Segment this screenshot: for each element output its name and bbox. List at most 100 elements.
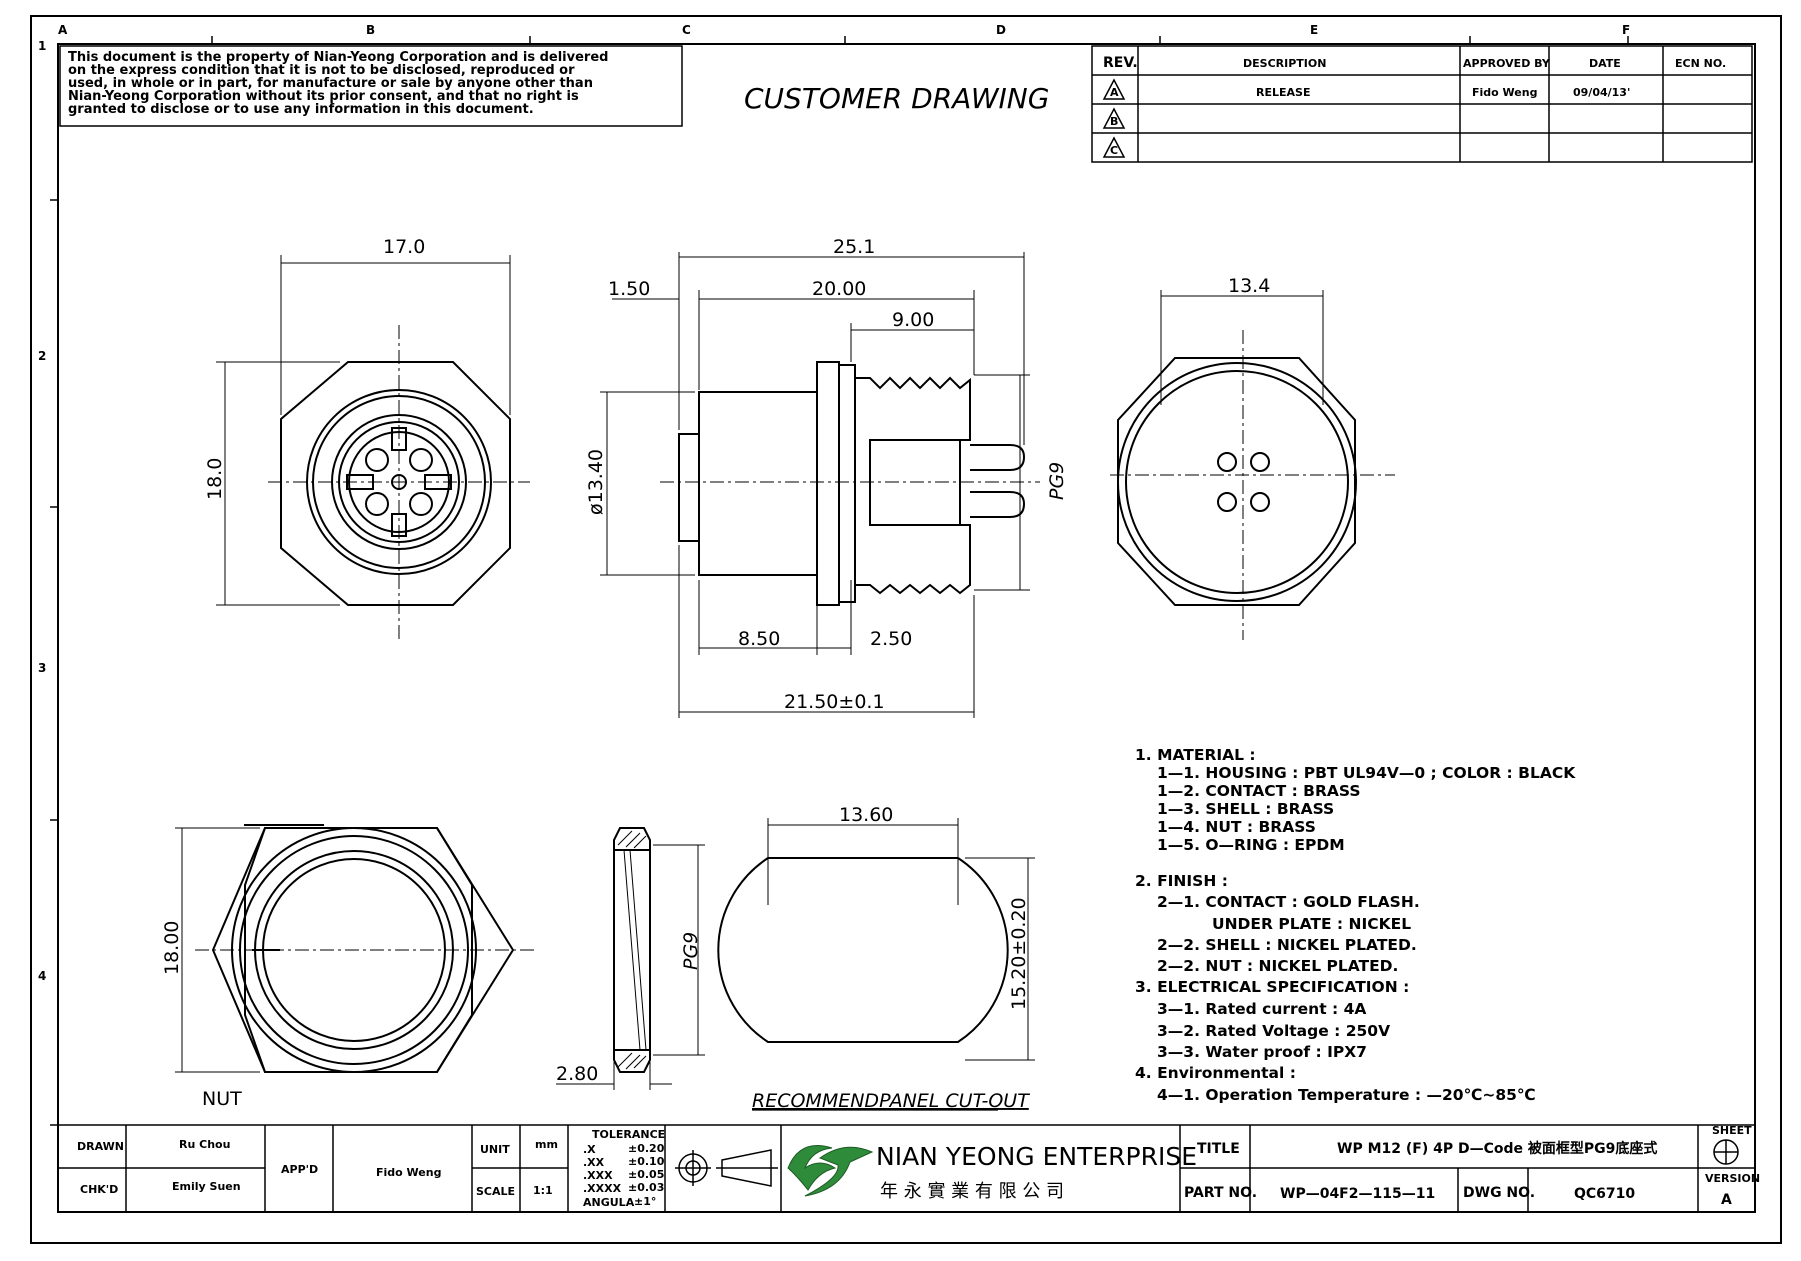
rev-triangles	[1102, 78, 1126, 158]
company-logo-icon	[787, 1145, 874, 1197]
tb-scale-label: SCALE	[476, 1185, 515, 1198]
note-line: UNDER PLATE : NICKEL	[1212, 915, 1411, 933]
tb-tol-key: .X	[583, 1143, 596, 1156]
tb-tol-value: ±1°	[634, 1195, 656, 1208]
sheet-symbol-icon	[1713, 1139, 1739, 1165]
page-heading: CUSTOMER DRAWING	[744, 82, 1049, 115]
tb-appd-value: Fido Weng	[376, 1166, 441, 1179]
company-name: NIAN YEONG ENTERPRISE	[876, 1142, 1197, 1171]
tb-tol-key: ANGULA	[583, 1196, 635, 1209]
dim-side-a: 8.50	[738, 628, 780, 650]
tb-unit-value: mm	[535, 1138, 558, 1151]
tb-dwg-label: DWG NO.	[1463, 1185, 1535, 1201]
tb-title-value: WP M12 (F) 4P D—Code 被面框型PG9底座式	[1337, 1140, 1657, 1157]
tb-version-label: VERSION	[1705, 1172, 1760, 1185]
tb-scale-value: 1:1	[533, 1184, 553, 1197]
grid-col-b: B	[366, 23, 375, 37]
tb-tol-key: .XXXX	[583, 1182, 622, 1195]
tb-unit-label: UNIT	[480, 1143, 510, 1156]
note-line: 1—4. NUT : BRASS	[1157, 818, 1316, 836]
grid-col-c: C	[682, 23, 691, 37]
tb-tol-value: ±0.05	[628, 1168, 664, 1181]
dim-nut-side-pg9: PG9	[680, 932, 702, 970]
tb-chkd-value: Emily Suen	[172, 1180, 241, 1193]
note-line: 3—1. Rated current : 4A	[1157, 1000, 1366, 1018]
tb-tol-key: .XXX	[583, 1169, 613, 1182]
tb-dwg-value: QC6710	[1574, 1186, 1635, 1202]
grid-ticks	[50, 36, 1629, 1126]
notice-box	[59, 45, 683, 127]
dim-side-body: 20.00	[812, 278, 866, 300]
note-line: 1—2. CONTACT : BRASS	[1157, 782, 1361, 800]
tb-title-label: TITLE	[1197, 1141, 1240, 1157]
dim-front-height: 18.0	[204, 458, 226, 500]
grid-row-2: 2	[38, 349, 46, 363]
notice-line-4: Nian-Yeong Corporation without its prior…	[68, 89, 579, 104]
tb-drawn-value: Ru Chou	[179, 1138, 230, 1151]
rev-header-description: DESCRIPTION	[1243, 57, 1326, 70]
note-line: 2. FINISH :	[1135, 872, 1228, 890]
nut-label: NUT	[202, 1088, 242, 1110]
note-line: 2—2. SHELL : NICKEL PLATED.	[1157, 936, 1417, 954]
note-line: 3—3. Water proof : IPX7	[1157, 1043, 1367, 1061]
dim-front-width: 17.0	[383, 236, 425, 258]
dim-side-total: 25.1	[833, 236, 875, 258]
dim-cutout-width: 13.60	[839, 804, 893, 826]
dim-side-pg9: PG9	[1046, 462, 1068, 500]
grid-row-1: 1	[38, 39, 46, 53]
notice-line-2: on the express condition that it is not …	[68, 63, 575, 78]
rev-row-c-rev: C	[1110, 144, 1118, 157]
side-view	[678, 361, 1026, 606]
note-line: 2—2. NUT : NICKEL PLATED.	[1157, 957, 1398, 975]
grid-row-3: 3	[38, 661, 46, 675]
company-name-cn: 年 永 實 業 有 限 公 司	[880, 1181, 1064, 1202]
note-line: 2—1. CONTACT : GOLD FLASH.	[1157, 893, 1420, 911]
tb-tol-value: ±0.20	[628, 1142, 665, 1155]
dim-rear-width: 13.4	[1228, 275, 1270, 297]
note-line: 4—1. Operation Temperature : —20℃~85℃	[1157, 1086, 1536, 1104]
tb-part-value: WP—04F2—115—11	[1280, 1186, 1435, 1202]
notice-line-3: used, in whole or in part, for manufactu…	[68, 76, 593, 91]
rear-view	[1117, 357, 1357, 606]
dim-side-diameter: ø13.40	[585, 449, 607, 515]
nut-front-view	[211, 824, 515, 1073]
rev-row-a-rev: A	[1110, 86, 1119, 99]
note-line: 1—1. HOUSING : PBT UL94V—0 ; COLOR : BLA…	[1157, 764, 1576, 782]
note-line: 4. Environmental :	[1135, 1064, 1296, 1082]
rev-header-date: DATE	[1589, 57, 1621, 70]
outer-frame	[30, 15, 1782, 1244]
tb-sheet-label: SHEET	[1712, 1124, 1752, 1137]
nut-side-dims	[556, 844, 705, 1090]
note-line: 1—3. SHELL : BRASS	[1157, 800, 1334, 818]
rev-row-a-description: RELEASE	[1256, 86, 1310, 99]
dim-nut-height: 18.00	[161, 921, 183, 975]
nut-side-view	[613, 827, 651, 1073]
grid-col-e: E	[1310, 23, 1318, 37]
grid-row-4: 4	[38, 969, 46, 983]
dim-nut-thickness: 2.80	[556, 1063, 598, 1085]
tb-tolerance-label: TOLERANCE	[592, 1128, 665, 1141]
nut-dims	[175, 827, 260, 1073]
tb-appd-label: APP'D	[281, 1163, 318, 1176]
dim-side-length: 21.50±0.1	[784, 691, 885, 713]
tb-tol-value: ±0.03	[628, 1181, 664, 1194]
revision-table	[1091, 45, 1753, 163]
note-line: 1—5. O—RING : EPDM	[1157, 836, 1345, 854]
grid-col-f: F	[1622, 23, 1630, 37]
tb-tol-key: .XX	[583, 1156, 605, 1169]
cutout-view	[717, 857, 1009, 1043]
rev-row-b-rev: B	[1110, 115, 1118, 128]
front-center-lines	[268, 325, 530, 640]
front-dims	[216, 255, 511, 606]
tb-part-label: PART NO.	[1184, 1185, 1257, 1201]
title-block-grid	[57, 1124, 1756, 1213]
rev-header-rev: REV.	[1103, 55, 1138, 71]
rev-header-approved: APPROVED BY	[1463, 57, 1551, 70]
notice-line-1: This document is the property of Nian-Ye…	[68, 50, 608, 65]
tb-chkd-label: CHK'D	[80, 1183, 118, 1196]
front-view	[280, 361, 511, 606]
dim-side-flange: 1.50	[608, 278, 650, 300]
notice-line-5: granted to disclose or to use any inform…	[68, 102, 534, 117]
